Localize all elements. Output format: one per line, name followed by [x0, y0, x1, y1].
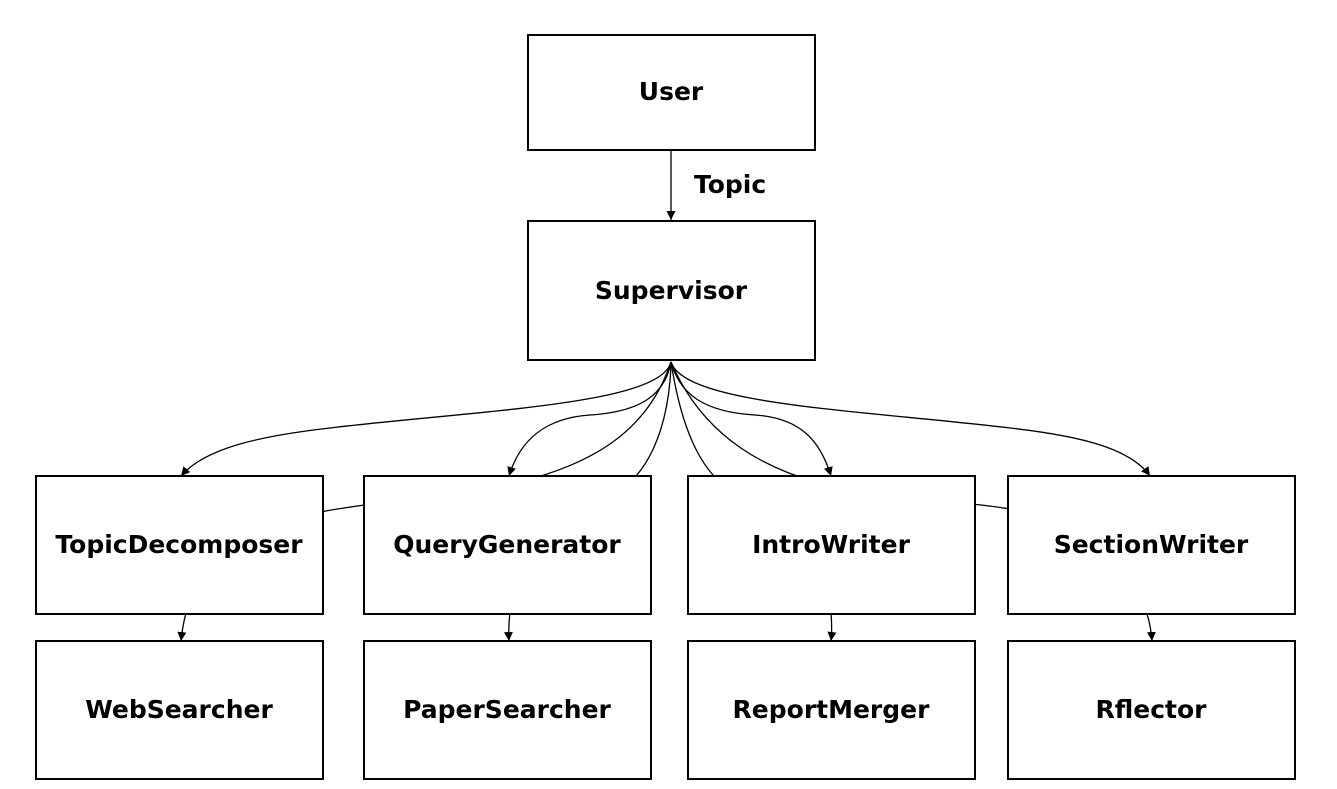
edge-supervisor-to-introwriter — [670, 361, 833, 477]
node-user-label: User — [639, 77, 704, 106]
node-section-writer[interactable]: SectionWriter — [1007, 475, 1296, 615]
node-web-searcher-label: WebSearcher — [85, 695, 273, 724]
node-supervisor-label: Supervisor — [595, 276, 748, 305]
node-paper-searcher-label: PaperSearcher — [403, 695, 611, 724]
edge-supervisor-to-sectionwriter — [670, 361, 1151, 477]
node-query-generator-label: QueryGenerator — [393, 530, 621, 559]
node-report-merger[interactable]: ReportMerger — [687, 640, 976, 780]
node-topic-decomposer-label: TopicDecomposer — [55, 530, 303, 559]
node-report-merger-label: ReportMerger — [733, 695, 931, 724]
nodes-group: User Supervisor TopicDecomposer QueryGen… — [35, 34, 1296, 780]
edge-supervisor-to-topicdecomposer — [180, 361, 672, 477]
node-user[interactable]: User — [527, 34, 816, 151]
node-rflector-label: Rflector — [1095, 695, 1207, 724]
edge-label-topic: Topic — [694, 170, 766, 199]
node-intro-writer[interactable]: IntroWriter — [687, 475, 976, 615]
node-rflector[interactable]: Rflector — [1007, 640, 1296, 780]
node-supervisor[interactable]: Supervisor — [527, 220, 816, 361]
node-query-generator[interactable]: QueryGenerator — [363, 475, 652, 615]
node-topic-decomposer[interactable]: TopicDecomposer — [35, 475, 324, 615]
node-paper-searcher[interactable]: PaperSearcher — [363, 640, 652, 780]
edge-supervisor-to-querygenerator — [507, 361, 672, 477]
node-intro-writer-label: IntroWriter — [752, 530, 910, 559]
node-web-searcher[interactable]: WebSearcher — [35, 640, 324, 780]
node-section-writer-label: SectionWriter — [1054, 530, 1249, 559]
